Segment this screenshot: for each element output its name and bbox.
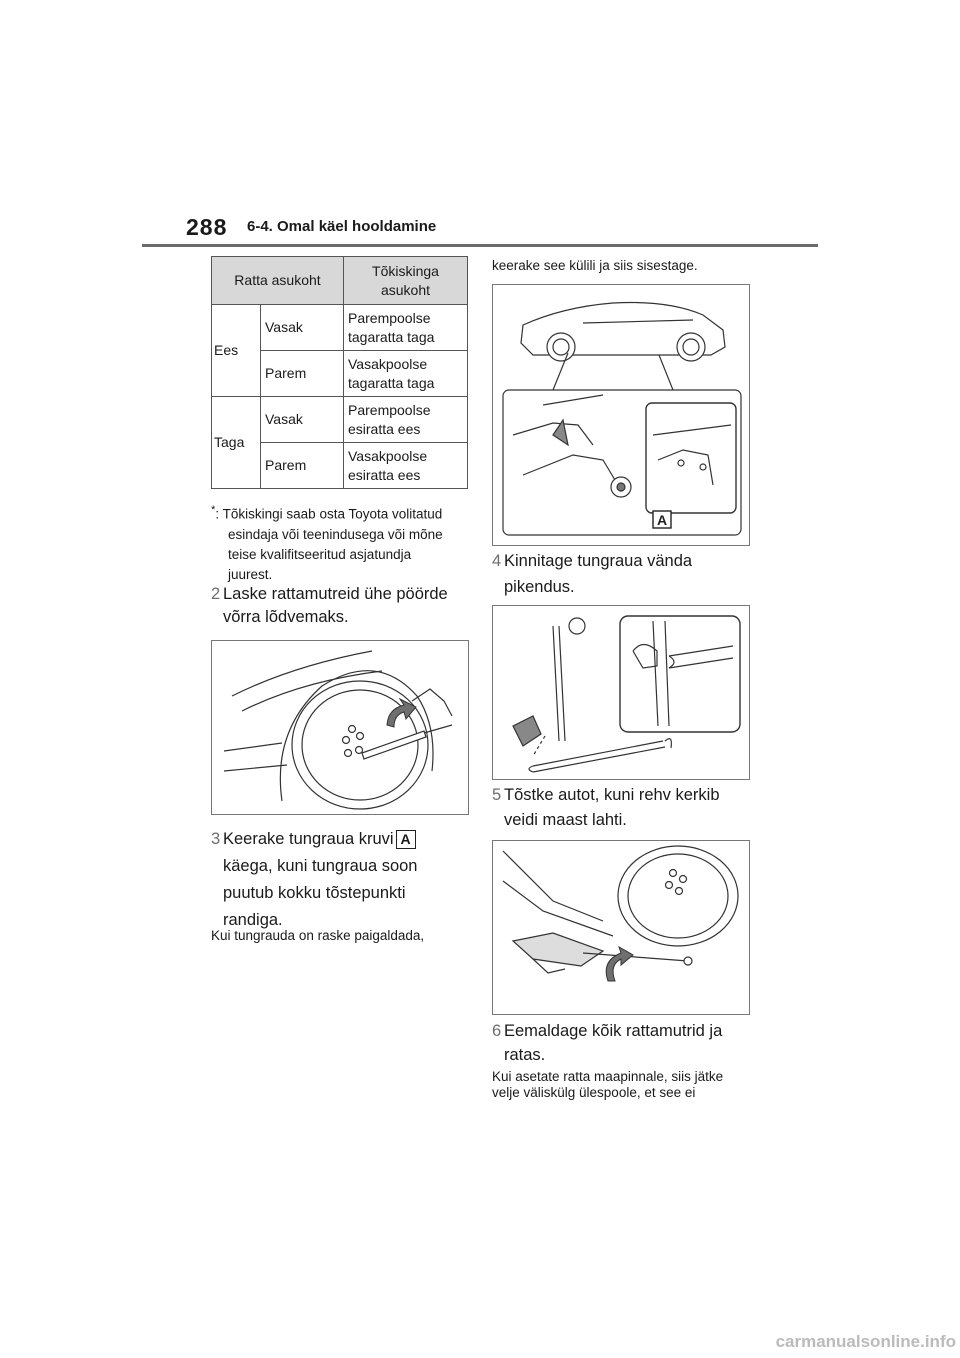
label-a: A bbox=[657, 512, 667, 528]
figure-loosen-nuts bbox=[211, 640, 469, 815]
table-header-row: Ratta asukoht Tõkiskinga asukoht bbox=[211, 256, 468, 305]
section-title: 6-4. Omal käel hooldamine bbox=[247, 218, 437, 235]
page-number: 288 bbox=[186, 214, 228, 240]
table-header-wheel-position: Ratta asukoht bbox=[211, 256, 344, 305]
table-cell-side: Vasak bbox=[260, 396, 344, 443]
car-jack-illustration: A bbox=[502, 301, 742, 536]
marker-a-icon: A bbox=[395, 830, 416, 850]
step-6-note: Kui asetate ratta maapinnale, siis jätke… bbox=[492, 1069, 724, 1100]
watermark: carmanualsonline.info bbox=[775, 1332, 956, 1351]
table-cell-front: Ees bbox=[211, 304, 261, 397]
table-cell-side: Parem bbox=[260, 442, 344, 489]
step-3-note: Kui tungrauda on raske paigaldada, bbox=[211, 928, 425, 943]
figure-raise-vehicle bbox=[492, 840, 750, 1015]
figure-handle-extension bbox=[492, 605, 750, 780]
chock-position-table: Ratta asukoht Tõkiskinga asukoht Ees Vas… bbox=[211, 256, 468, 489]
wheel-wrench-illustration bbox=[223, 650, 453, 810]
jack-handle-illustration bbox=[512, 615, 741, 773]
footnote-marker: * bbox=[211, 504, 216, 516]
table-header-chock-position: Tõkiskinga asukoht bbox=[343, 256, 468, 305]
figure-jack-position: A bbox=[492, 284, 750, 546]
footnote: *: Tõkiskingi saab osta Toyota volitatud… bbox=[211, 504, 443, 582]
step-3-note-continued: keerake see külili ja siis sisestage. bbox=[492, 258, 698, 273]
header-rule bbox=[142, 244, 818, 247]
table-cell-rear: Taga bbox=[211, 396, 261, 489]
raise-vehicle-illustration bbox=[502, 845, 739, 982]
table-cell-side: Vasak bbox=[260, 304, 344, 351]
table-cell-side: Parem bbox=[260, 350, 344, 397]
